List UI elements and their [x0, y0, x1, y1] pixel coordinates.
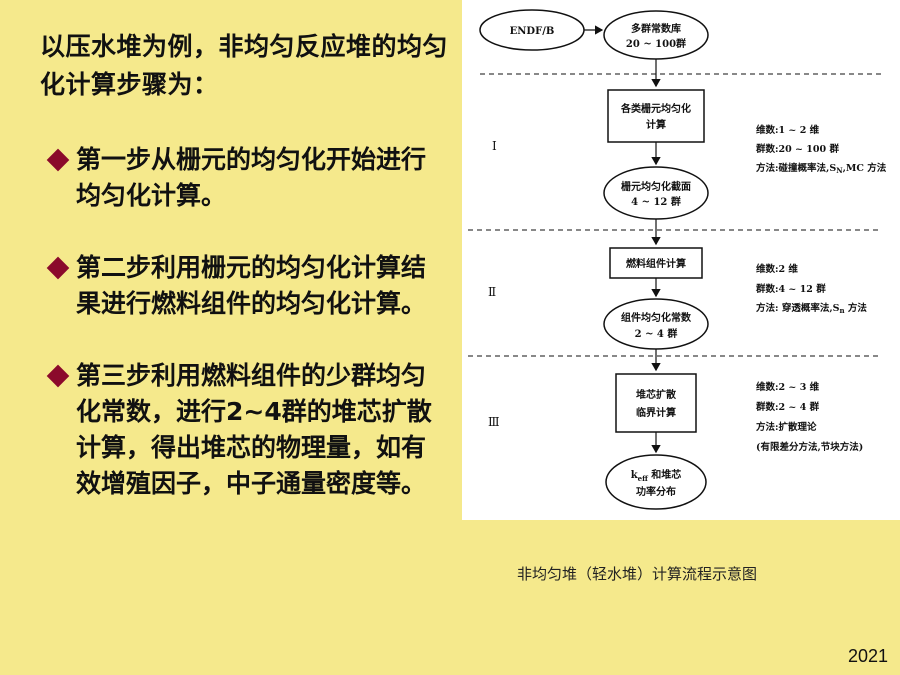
endf-label: ENDF/B: [510, 26, 555, 37]
notes-2-method: 方法: 穿透概率法,Sn 方法: [756, 302, 867, 315]
notes-1-dim: 维数:1 ~ 2 维: [756, 124, 820, 136]
cell-xs-node: [603, 166, 709, 220]
intro-text: 以压水堆为例，非均匀反应堆的均匀化计算步骤为：: [40, 32, 449, 99]
output-node: [605, 454, 707, 510]
notes-2-dim: 维数:2 维: [756, 263, 798, 275]
stage-2-label: Ⅱ: [488, 285, 496, 299]
diamond-bullet-icon: [46, 364, 70, 388]
diamond-bullet-icon: [46, 148, 70, 172]
flowchart: ENDF/B 多群常数库 20 ~ 100群 各类栅元均匀化 计算 栅元均匀化截…: [468, 9, 887, 510]
output-label-1: keff 和堆芯: [631, 468, 682, 483]
flowchart-panel: ENDF/B 多群常数库 20 ~ 100群 各类栅元均匀化 计算 栅元均匀化截…: [462, 0, 900, 520]
output-label-2: 功率分布: [636, 485, 676, 498]
cell-xs-label-1: 栅元均匀化截面: [621, 180, 691, 193]
notes-3-method-detail: (有限差分方法,节块方法): [756, 441, 863, 453]
notes-3-groups: 群数:2 ~ 4 群: [755, 401, 820, 413]
step-1-text: 第一步从栅元的均匀化开始进行均匀化计算。: [76, 145, 427, 210]
assembly-calc-label: 燃料组件计算: [626, 257, 686, 270]
text-column: 以压水堆为例，非均匀反应堆的均匀化计算步骤为： 第一步从栅元的均匀化开始进行均匀…: [40, 28, 450, 498]
notes-1-groups: 群数:20 ~ 100 群: [755, 143, 839, 155]
step-3-text: 第三步利用燃料组件的少群均匀化常数，进行2~4群的堆芯扩散计算，得出堆芯的物理量…: [76, 361, 432, 498]
library-node: [603, 10, 709, 60]
core-diffusion-node: [615, 373, 697, 433]
assembly-const-node: [603, 298, 709, 350]
notes-3-method: 方法:扩散理论: [756, 421, 817, 433]
figure-caption: 非均匀堆（轻水堆）计算流程示意图: [517, 565, 758, 583]
cell-homog-label-1: 各类栅元均匀化: [620, 102, 691, 115]
step-2: 第二步利用栅元的均匀化计算结果进行燃料组件的均匀化计算。: [40, 250, 450, 322]
cell-homog-node: [607, 89, 705, 143]
diamond-bullet-icon: [46, 256, 70, 280]
cell-homog-label-2: 计算: [646, 118, 666, 131]
stage-3-label: Ⅲ: [488, 415, 500, 429]
step-1: 第一步从栅元的均匀化开始进行均匀化计算。: [40, 142, 450, 214]
step-2-text: 第二步利用栅元的均匀化计算结果进行燃料组件的均匀化计算。: [76, 253, 427, 318]
notes-3-dim: 维数:2 ~ 3 维: [756, 381, 820, 393]
notes-1-method: 方法:碰撞概率法,SN,MC 方法: [756, 162, 887, 175]
core-diffusion-label-2: 临界计算: [636, 406, 676, 419]
cell-xs-label-2: 4 ~ 12 群: [631, 195, 681, 208]
library-label-1: 多群常数库: [631, 22, 681, 35]
library-label-2: 20 ~ 100群: [626, 37, 686, 50]
footer-year: 2021: [847, 646, 888, 666]
core-diffusion-label-1: 堆芯扩散: [636, 388, 677, 401]
stage-1-label: Ⅰ: [492, 139, 497, 153]
assembly-const-label-1: 组件均匀化常数: [621, 311, 692, 324]
notes-2-groups: 群数:4 ~ 12 群: [755, 283, 826, 295]
step-3: 第三步利用燃料组件的少群均匀化常数，进行2~4群的堆芯扩散计算，得出堆芯的物理量…: [40, 358, 450, 502]
assembly-const-label-2: 2 ~ 4 群: [635, 327, 678, 340]
